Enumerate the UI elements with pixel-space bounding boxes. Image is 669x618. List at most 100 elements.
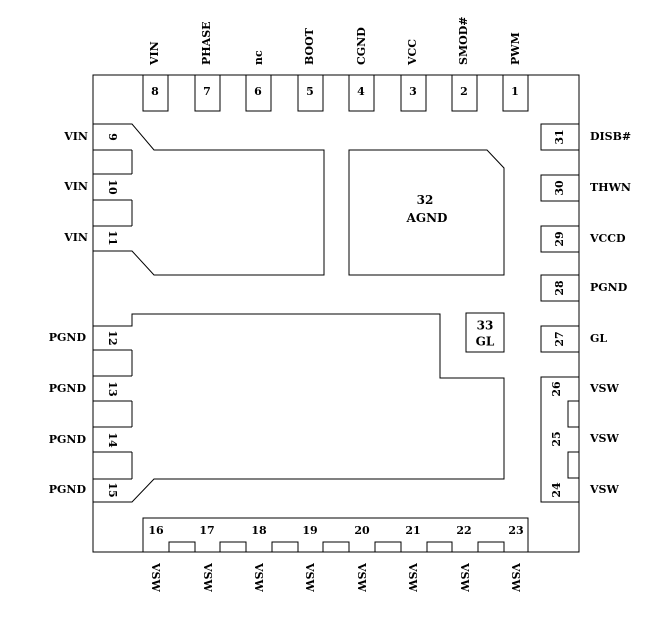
vsw-bottom-pad-group bbox=[142, 517, 529, 553]
pin-13-number: 13 bbox=[106, 381, 119, 396]
pin-29-pad bbox=[540, 225, 580, 253]
pin-3: 3 VCC bbox=[400, 39, 427, 112]
pin-18-label: VSW bbox=[252, 562, 265, 592]
pin-31: 31 DISB# bbox=[540, 123, 631, 151]
pin-12-label: PGND bbox=[49, 331, 87, 344]
pin-19-number: 19 bbox=[302, 524, 317, 537]
pin-30-label: THWN bbox=[590, 181, 631, 194]
pin-9-number: 9 bbox=[106, 133, 119, 141]
pin-10: 10 VIN bbox=[63, 179, 119, 195]
pin-4-number: 4 bbox=[357, 85, 365, 98]
pin-8: 8 VIN bbox=[142, 41, 169, 112]
pin-21-number: 21 bbox=[405, 524, 420, 537]
pin-27-number: 27 bbox=[553, 331, 566, 346]
pin-11-label: VIN bbox=[63, 231, 88, 244]
pin-14-number: 14 bbox=[106, 432, 119, 448]
pin-26: 26 VSW bbox=[550, 381, 619, 397]
pin-29-label: VCCD bbox=[589, 232, 626, 245]
pin-21-label: VSW bbox=[406, 562, 419, 592]
pin-18: 18 VSW bbox=[251, 524, 267, 592]
gl-pad-label: GL bbox=[476, 335, 495, 349]
pin-29: 29 VCCD bbox=[540, 225, 626, 253]
vin-exposed-pad bbox=[92, 123, 325, 276]
pin-10-number: 10 bbox=[106, 179, 119, 195]
pin-26-number: 26 bbox=[550, 381, 563, 397]
pin-30-pad bbox=[540, 174, 580, 202]
pin-27-label: GL bbox=[590, 332, 607, 345]
pin-31-pad bbox=[540, 123, 580, 151]
pin-27: 27 GL bbox=[540, 325, 607, 353]
pin-15: 15 PGND bbox=[49, 482, 119, 497]
vsw-right-pad bbox=[540, 376, 580, 503]
gl-pad-outline bbox=[465, 312, 505, 353]
pin-6-label: nc bbox=[252, 50, 265, 65]
pin-31-label: DISB# bbox=[590, 130, 631, 143]
pin-17-number: 17 bbox=[199, 524, 214, 537]
pin-9-label: VIN bbox=[63, 130, 88, 143]
pin-1-pad bbox=[502, 74, 529, 112]
pin-7-number: 7 bbox=[203, 85, 211, 98]
pin-16-number: 16 bbox=[148, 524, 164, 537]
pin-24-number: 24 bbox=[550, 482, 563, 498]
pin-20: 20 VSW bbox=[354, 524, 370, 592]
agnd-pad-number: 32 bbox=[417, 193, 434, 207]
agnd-pad: 32 AGND bbox=[348, 149, 505, 276]
pin-2-label: SMOD# bbox=[457, 17, 470, 65]
pin-28-label: PGND bbox=[590, 281, 628, 294]
pin-1-number: 1 bbox=[511, 85, 519, 98]
pin-13: 13 PGND bbox=[49, 381, 119, 396]
pin-23-number: 23 bbox=[508, 524, 523, 537]
pin-5: 5 BOOT bbox=[297, 27, 324, 112]
pin-1-label: PWM bbox=[509, 32, 522, 65]
pin-2-pad bbox=[451, 74, 478, 112]
pin-29-number: 29 bbox=[553, 231, 566, 246]
pin-8-label: VIN bbox=[148, 41, 161, 66]
pin-14: 14 PGND bbox=[49, 432, 119, 448]
package-outline bbox=[92, 74, 580, 553]
pin-17-label: VSW bbox=[201, 562, 214, 592]
pin-28-pad bbox=[540, 274, 580, 302]
pin-15-number: 15 bbox=[106, 482, 119, 497]
pin-8-pad bbox=[142, 74, 169, 112]
vin-pad-group bbox=[92, 123, 325, 276]
pin-12: 12 PGND bbox=[49, 330, 119, 345]
pin-6: 6 nc bbox=[245, 50, 272, 112]
pin-30-number: 30 bbox=[553, 180, 566, 196]
pin-12-number: 12 bbox=[106, 330, 119, 345]
pin-3-pad bbox=[400, 74, 427, 112]
pin-1: 1 PWM bbox=[502, 32, 529, 112]
pin-10-label: VIN bbox=[63, 180, 88, 193]
pin-11: 11 VIN bbox=[63, 230, 119, 245]
pin-28-number: 28 bbox=[553, 280, 566, 296]
pin-7: 7 PHASE bbox=[194, 21, 221, 112]
pgnd-pad-group bbox=[92, 313, 505, 503]
pin-26-label: VSW bbox=[589, 382, 619, 395]
pin-7-pad bbox=[194, 74, 221, 112]
pin-22-label: VSW bbox=[458, 562, 471, 592]
pin-25: 25 VSW bbox=[550, 431, 619, 446]
pin-20-label: VSW bbox=[355, 562, 368, 592]
pin-5-number: 5 bbox=[306, 85, 314, 98]
pin-7-label: PHASE bbox=[200, 21, 213, 65]
pin-24-label: VSW bbox=[589, 483, 619, 496]
gl-pad-number: 33 bbox=[477, 319, 494, 333]
pin-27-pad bbox=[540, 325, 580, 353]
pin-6-pad bbox=[245, 74, 272, 112]
pin-6-number: 6 bbox=[254, 85, 262, 98]
pin-15-label: PGND bbox=[49, 483, 87, 496]
gl-pad: 33 GL bbox=[465, 312, 505, 353]
pin-5-pad bbox=[297, 74, 324, 112]
pin-25-label: VSW bbox=[589, 432, 619, 445]
pin-14-label: PGND bbox=[49, 433, 87, 446]
pin-8-number: 8 bbox=[151, 85, 159, 98]
pin-3-number: 3 bbox=[409, 85, 417, 98]
pin-2-number: 2 bbox=[460, 85, 468, 98]
pin-28: 28 PGND bbox=[540, 274, 628, 302]
pin-17: 17 VSW bbox=[199, 524, 214, 592]
pin-9: 9 VIN bbox=[63, 130, 119, 143]
agnd-pad-outline bbox=[348, 149, 505, 276]
pin-4-label: CGND bbox=[355, 27, 368, 65]
pin-11-number: 11 bbox=[106, 230, 119, 245]
pin-18-number: 18 bbox=[251, 524, 267, 537]
